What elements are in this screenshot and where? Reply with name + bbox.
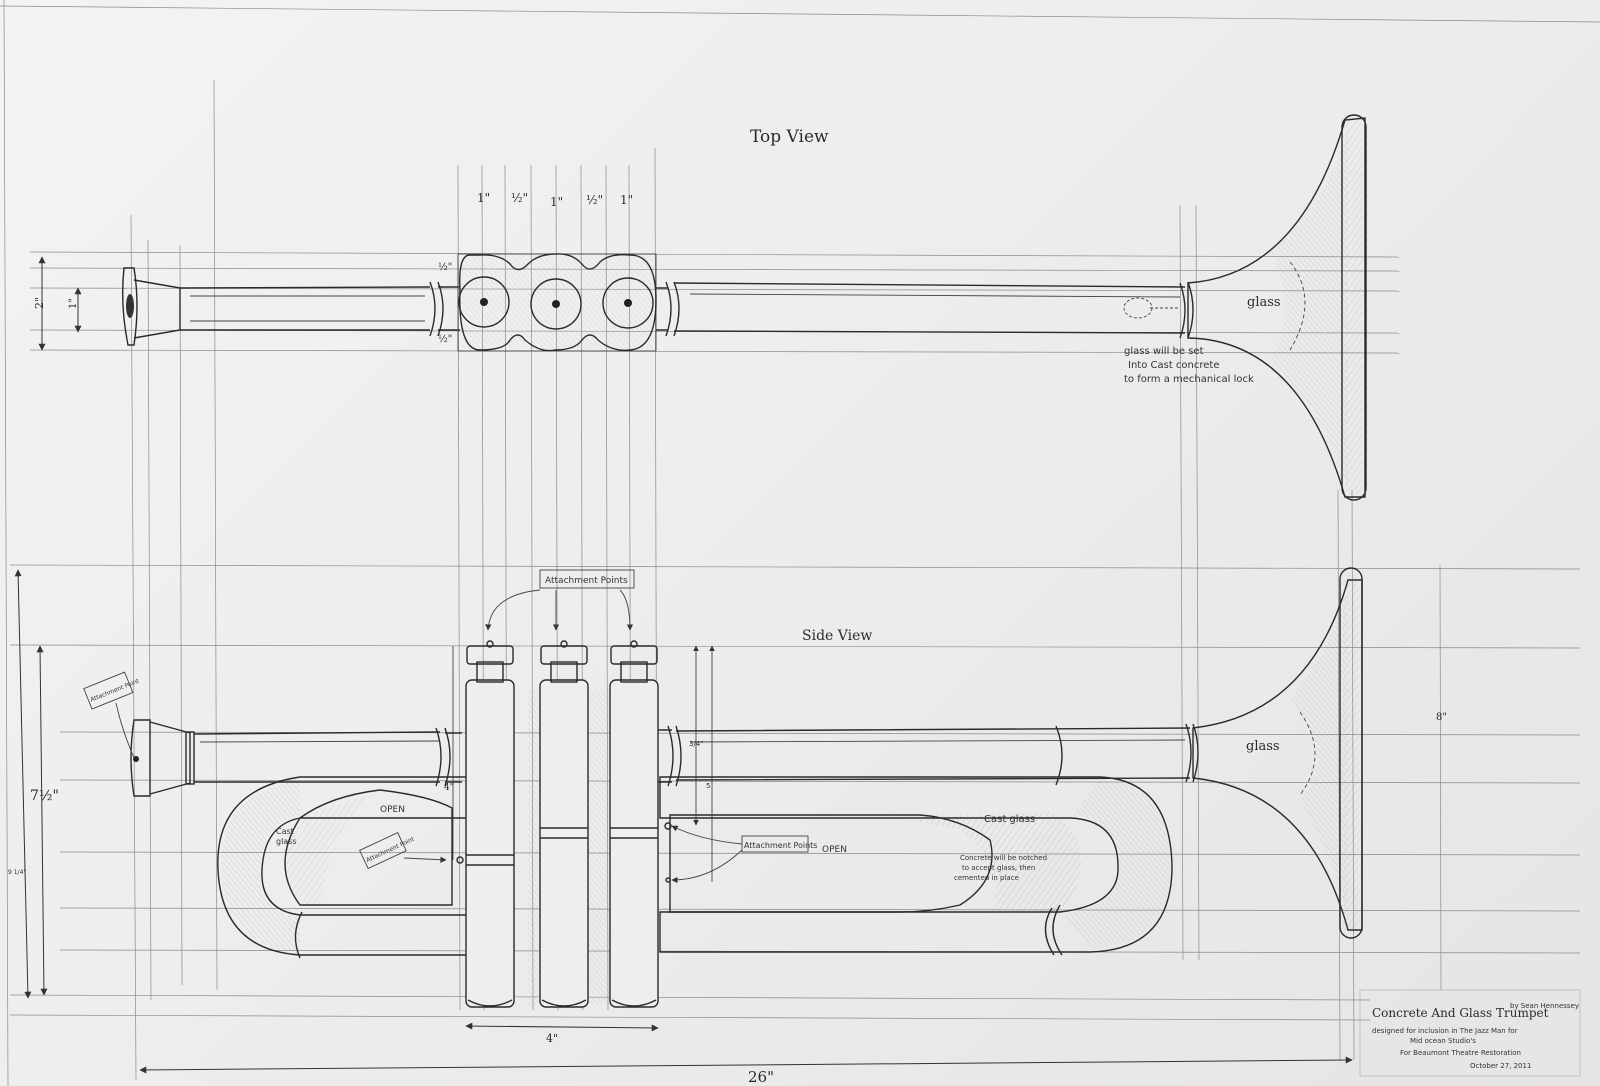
dim-valve-2: 1" [550,195,563,209]
open-left-label: OPEN [380,805,405,815]
top-mouthpiece-cup [133,279,181,339]
dim-half-top: ½" [438,262,452,273]
side-valves [465,640,659,1008]
cast-glass-left-label-2: glass [276,837,297,846]
concrete-note-2: to accept glass, then [962,864,1035,872]
dim-cap-5: 5 [706,782,710,790]
dim-bell-height: 8" [1436,712,1447,723]
side-view-title: Side View [802,628,872,644]
title-author: by Sean Hennessey [1510,1002,1579,1010]
dim-gap-1: ½" [511,191,528,205]
dim-total-length: 26" [748,1068,774,1086]
top-glass-label: glass [1247,295,1281,310]
glass-note-2: Into Cast concrete [1128,360,1220,371]
dim-cap-3-4: 3/4" [689,740,704,748]
title-line-1: designed for inclusion in The Jazz Man f… [1372,1027,1518,1035]
open-right-label: OPEN [822,845,847,855]
dim-valve-1: 1" [477,191,490,205]
dim-mid-4: 4" [444,783,454,793]
glass-note-3: to form a mechanical lock [1124,374,1254,385]
dim-valve-span: 4" [546,1032,558,1045]
attachment-points-right-label: Attachment Points [744,841,817,850]
cast-glass-right-opening [669,814,993,913]
top-view-title: Top View [750,127,829,147]
dim-half-bottom: ½" [438,334,452,345]
cast-glass-right-label: Cast glass [984,814,1035,825]
title-date: October 27, 2011 [1470,1062,1531,1070]
dim-valve-3: 1" [620,193,633,207]
dim-pipe-outer: 2" [33,297,46,309]
top-view: Top View 1" ½" 1" ½" 1" 2" 1" ½" ½" [33,114,1367,501]
title-block: Concrete And Glass Trumpet by Sean Henne… [1359,989,1581,1077]
title-line-3: For Beaumont Theatre Restoration [1400,1049,1521,1057]
side-lower-loop-right [659,776,1173,953]
attachment-points-label: Attachment Points [545,576,628,586]
top-mouthpiece-rim [121,267,138,346]
side-mouthpiece [130,719,151,797]
title-text: Concrete And Glass Trumpet [1372,1006,1549,1020]
side-lower-loop-left [217,776,471,956]
dim-height-total: 7½" [30,788,59,804]
dim-height-small: 9 1/4" [8,869,26,876]
dim-gap-2: ½" [586,193,603,207]
attachment-point-mid-label: Attachment Point [365,835,416,864]
glass-note-1: glass will be set [1124,346,1204,357]
top-bell [1187,117,1366,498]
concrete-note-1: Concrete will be notched [960,854,1047,862]
side-glass-label: glass [1246,739,1280,754]
concrete-note-3: cemented in place [954,874,1019,882]
attachment-points-box [539,569,635,589]
title-line-2: Mid ocean Studio's [1410,1037,1476,1045]
side-view: Side View [8,567,1447,1086]
dim-pipe-inner: 1" [68,298,79,309]
cast-glass-left-label-1: Cast [276,827,294,836]
